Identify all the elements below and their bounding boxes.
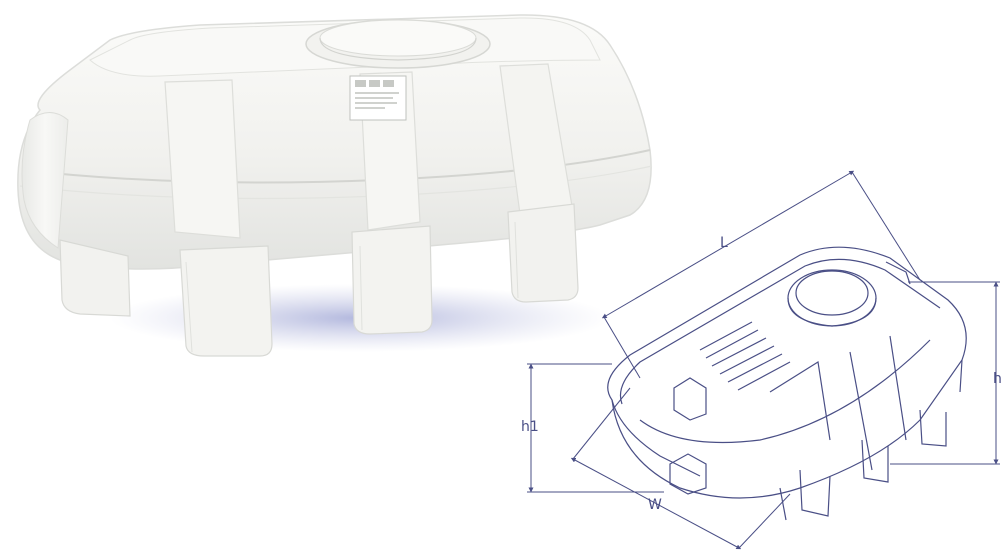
dimension-h-label: h [993,371,1002,387]
dimension-W-line [570,457,742,550]
drawing-body-outline [607,246,967,499]
tank-rib [164,79,241,239]
tank-label-sticker [349,75,407,121]
dimension-lines [527,170,1000,550]
tank-leg [59,239,131,317]
dimension-W-label: W [648,497,662,513]
tank-end-cap [21,112,69,249]
dimension-L-line [601,170,855,319]
manhole [305,19,491,69]
tank-leg [179,245,273,357]
tank-leg [507,203,579,303]
dimension-L-label: L [720,235,728,251]
dimension-h1-label: h1 [521,419,539,435]
drawing-vent-slots [699,321,791,391]
drawing-manhole [787,269,877,327]
tank-technical-drawing [607,246,967,521]
tank-leg [351,225,433,335]
tank-photo [17,14,653,357]
